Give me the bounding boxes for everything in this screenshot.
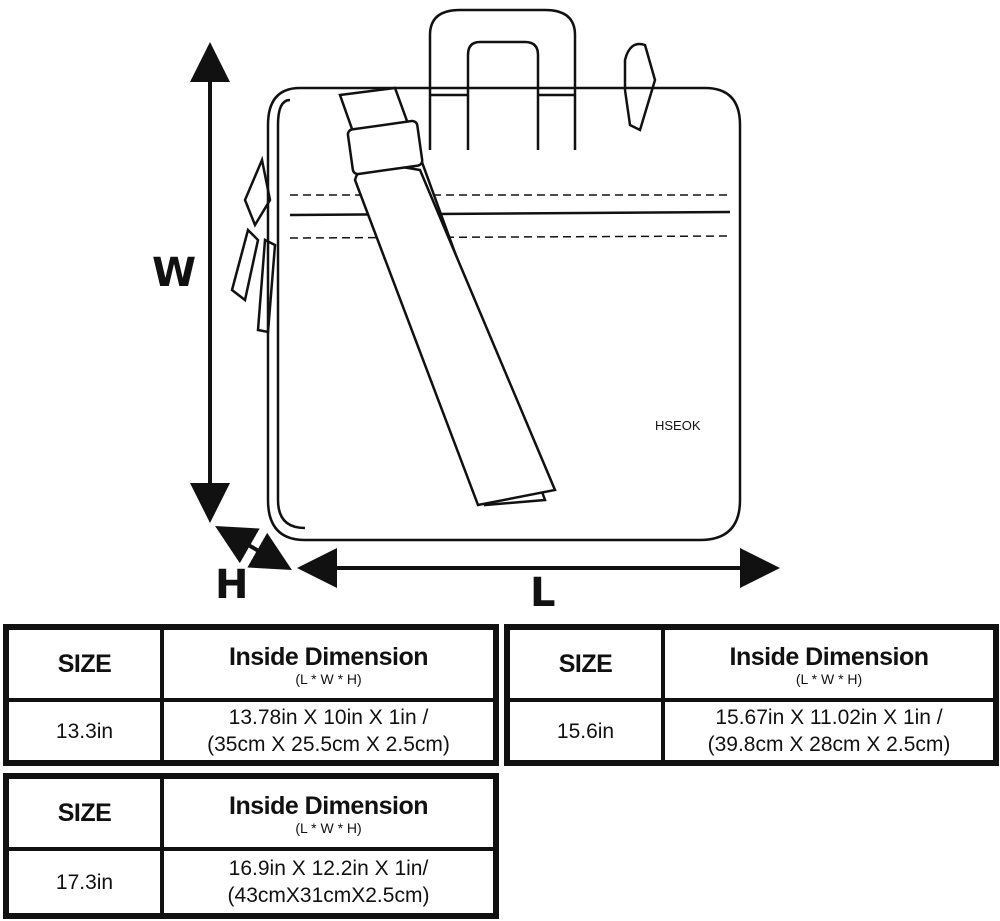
dim-line2: (35cm X 25.5cm X 2.5cm) <box>207 733 450 756</box>
dim-header: Inside Dimension <box>229 642 428 671</box>
strap-clip <box>623 42 657 132</box>
size-value: 15.6in <box>556 719 615 743</box>
dim-sub: (L * W * H) <box>795 670 863 687</box>
size-value: 13.3in <box>55 719 114 743</box>
width-label: W <box>152 250 197 296</box>
dim-line2: (39.8cm X 28cm X 2.5cm) <box>707 733 951 756</box>
size-header: SIZE <box>558 649 613 678</box>
size-header: SIZE <box>57 649 112 678</box>
shoulder-strap <box>338 86 557 507</box>
dim-line2: (43cmX31cmX2.5cm) <box>227 884 430 907</box>
dim-header: Inside Dimension <box>729 642 929 671</box>
dim-header: Inside Dimension <box>229 791 428 820</box>
height-arrow <box>215 526 292 570</box>
dim-line1: 13.78in X 10in X 1in / <box>228 706 429 729</box>
zipper-pulls <box>230 155 277 334</box>
handle <box>428 8 577 150</box>
dim-sub: (L * W * H) <box>295 670 362 687</box>
size-header: SIZE <box>57 798 112 827</box>
dim-line1: 15.67in X 11.02in X 1in / <box>715 706 943 729</box>
size-table-15: SIZE Inside Dimension(L * W * H) 15.6in … <box>504 624 999 766</box>
length-label: L <box>530 570 556 616</box>
dim-line1: 16.9in X 12.2in X 1in/ <box>228 857 429 880</box>
bag-body <box>266 86 742 542</box>
brand-logo: HSEOK <box>655 418 701 433</box>
dim-sub: (L * W * H) <box>295 819 362 836</box>
size-table-13: SIZE Inside Dimension(L * W * H) 13.3in … <box>3 624 499 766</box>
laptop-bag-illustration: HSEOK <box>190 8 780 588</box>
height-label: H <box>215 562 249 608</box>
size-value: 17.3in <box>55 870 114 894</box>
size-table-17: SIZE Inside Dimension(L * W * H) 17.3in … <box>3 773 499 919</box>
